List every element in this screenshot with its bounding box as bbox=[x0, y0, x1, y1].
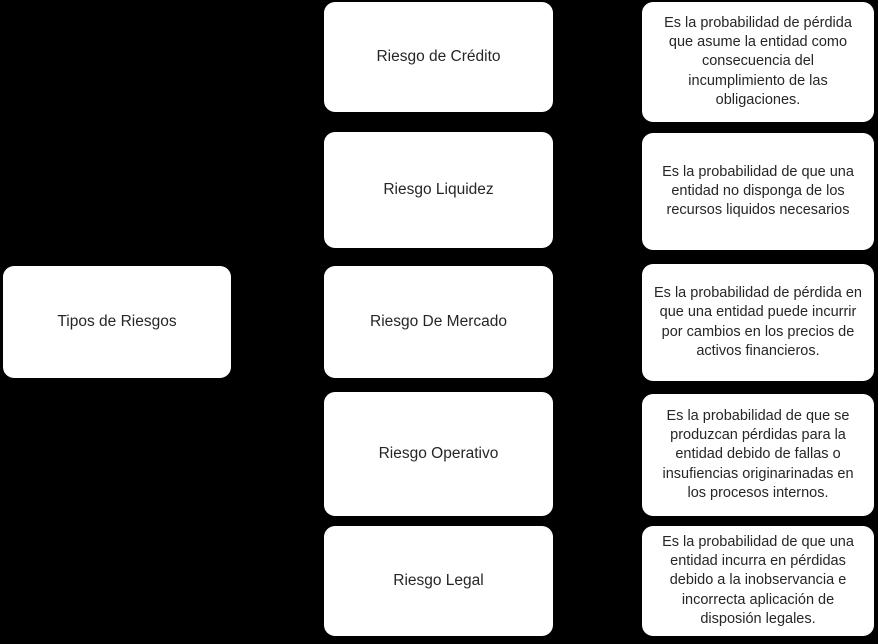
node-root-label: Tipos de Riesgos bbox=[57, 313, 177, 331]
node-description-operativo[interactable]: Es la probabilidad de que se produzcan p… bbox=[642, 394, 874, 516]
node-risk-type-label: Riesgo de Crédito bbox=[376, 48, 501, 66]
node-description-text: Es la probabilidad de pérdida que asume … bbox=[664, 15, 852, 108]
node-risk-type-label: Riesgo Liquidez bbox=[383, 181, 494, 199]
node-description-text: Es la probabilidad de que una entidad no… bbox=[662, 163, 854, 219]
node-risk-type-legal[interactable]: Riesgo Legal bbox=[324, 526, 553, 636]
node-risk-type-liquidez[interactable]: Riesgo Liquidez bbox=[324, 132, 553, 248]
node-risk-type-operativo[interactable]: Riesgo Operativo bbox=[324, 392, 553, 516]
node-root-tipos-de-riesgos[interactable]: Tipos de Riesgos bbox=[3, 266, 231, 378]
node-risk-type-mercado[interactable]: Riesgo De Mercado bbox=[324, 266, 553, 378]
node-risk-type-label: Riesgo De Mercado bbox=[370, 313, 507, 331]
node-risk-type-label: Riesgo Legal bbox=[393, 572, 484, 590]
node-description-text: Es la probabilidad de pérdida en que una… bbox=[654, 285, 862, 359]
node-description-credito[interactable]: Es la probabilidad de pérdida que asume … bbox=[642, 2, 874, 122]
node-risk-type-label: Riesgo Operativo bbox=[378, 445, 499, 463]
node-description-legal[interactable]: Es la probabilidad de que una entidad in… bbox=[642, 526, 874, 636]
node-description-mercado[interactable]: Es la probabilidad de pérdida en que una… bbox=[642, 264, 874, 381]
node-description-text: Es la probabilidad de que se produzcan p… bbox=[662, 408, 854, 501]
node-description-liquidez[interactable]: Es la probabilidad de que una entidad no… bbox=[642, 133, 874, 250]
node-description-text: Es la probabilidad de que una entidad in… bbox=[662, 534, 854, 627]
node-risk-type-credito[interactable]: Riesgo de Crédito bbox=[324, 2, 553, 112]
